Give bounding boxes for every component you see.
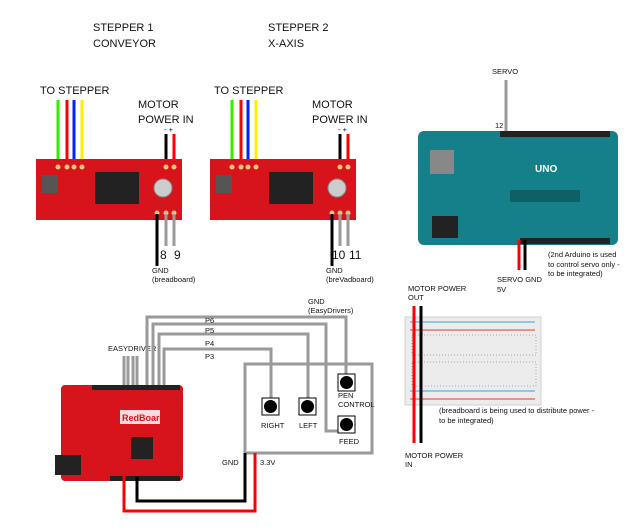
3v3-label: 3.3V: [260, 458, 275, 467]
button-right[interactable]: [261, 397, 280, 416]
arduino-uno-board: [418, 131, 618, 245]
p6-wire: [151, 322, 346, 433]
button-feed[interactable]: [337, 415, 356, 434]
motor-power-in-sub-label: IN: [405, 460, 413, 469]
easydriver-label: EASYDRIVER: [108, 344, 157, 353]
stepper2-polarity-label: - +: [338, 125, 348, 134]
stepper2-pin-11: 11: [349, 248, 362, 262]
stepper1-title: STEPPER 1: [93, 22, 154, 34]
breadboard-group: MOTOR POWER OUT (breadboard is being use…: [404, 284, 595, 469]
stepper-1-group: STEPPER 1 CONVEYOR TO STEPPER MOTOR POWE…: [36, 22, 196, 284]
stepper1-motor-label: MOTOR: [138, 99, 179, 111]
button-pen-label: PEN: [338, 391, 353, 400]
button-panel: [243, 362, 374, 455]
pin-p4-label: P4: [205, 339, 214, 348]
stepper2-subtitle: X-AXIS: [268, 38, 304, 50]
gnd-label: GND: [222, 458, 239, 467]
stepper1-power-in-label: POWER IN: [138, 114, 194, 126]
gnd-easydrivers-sub-label: (EasyDrivers): [308, 306, 354, 315]
pin-p6-label: P6: [205, 316, 214, 325]
button-pen-control[interactable]: [337, 373, 356, 392]
arduino-uno-group: SERVO 12 UNO SERVO GND 5V (2nd Arduino i…: [418, 67, 620, 294]
p4-wire: [162, 347, 273, 402]
servo-gnd-label: SERVO GND: [497, 275, 542, 284]
breadboard: [404, 316, 542, 406]
stepper2-gnd-label: GND: [326, 266, 343, 275]
motor-power-in-label: MOTOR POWER: [405, 451, 464, 460]
button-control-label: CONTROL: [338, 400, 375, 409]
arduino-logo: UNO: [535, 164, 557, 175]
easydriver-board-1: [36, 159, 182, 220]
breadboard-note-line2: to be integrated): [439, 416, 494, 425]
stepper1-gnd-label: GND: [152, 266, 169, 275]
stepper1-subtitle: CONVEYOR: [93, 38, 156, 50]
stepper1-gnd-sub-label: (breadboard): [152, 275, 196, 284]
stepper1-polarity-label: - +: [164, 125, 174, 134]
button-left[interactable]: [298, 397, 317, 416]
stepper2-power-in-label: POWER IN: [312, 114, 368, 126]
motor-power-out-sub-label: OUT: [408, 293, 424, 302]
button-right-label: RIGHT: [261, 421, 285, 430]
pin-p3-label: P3: [205, 352, 214, 361]
gnd-easydrivers-label: GND: [308, 297, 325, 306]
servo-pin-label: 12: [495, 121, 503, 130]
stepper2-title: STEPPER 2: [268, 22, 329, 34]
motor-power-out-label: MOTOR POWER: [408, 284, 467, 293]
arduino-note-line1: (2nd Arduino is used: [548, 250, 616, 259]
stepper2-to-stepper-label: TO STEPPER: [214, 85, 284, 97]
stepper2-gnd-sub-label: (breVadboard): [326, 275, 374, 284]
stepper2-pin-10: 10: [332, 248, 346, 262]
arduino-note-line3: to be integrated): [548, 269, 603, 278]
gnd-wire: [135, 453, 247, 503]
gnd-easydrivers-wire: [145, 315, 348, 388]
button-feed-label: FEED: [339, 437, 360, 446]
stepper1-pin-9: 9: [174, 248, 181, 262]
stepper-2-group: STEPPER 2 X-AXIS TO STEPPER MOTOR POWER …: [210, 22, 374, 284]
stepper1-to-stepper-label: TO STEPPER: [40, 85, 110, 97]
redboard-group: EASYDRIVER GND (EasyDrivers) P6 P5 P4 P3…: [55, 297, 375, 513]
arduino-note-line2: to control servo only -: [548, 260, 620, 269]
servo-label: SERVO: [492, 67, 518, 76]
button-left-label: LEFT: [299, 421, 318, 430]
breadboard-note-line1: (breadboard is being used to distribute …: [439, 406, 595, 415]
3v3-wire: [122, 453, 257, 513]
easydriver-board-2: [210, 159, 356, 220]
redboard-logo: RedBoard: [122, 413, 165, 423]
stepper1-pin-8: 8: [160, 248, 167, 262]
p5-wire: [157, 332, 310, 402]
stepper2-motor-label: MOTOR: [312, 99, 353, 111]
servo-5v-label: 5V: [497, 285, 506, 294]
pin-p5-label: P5: [205, 326, 214, 335]
